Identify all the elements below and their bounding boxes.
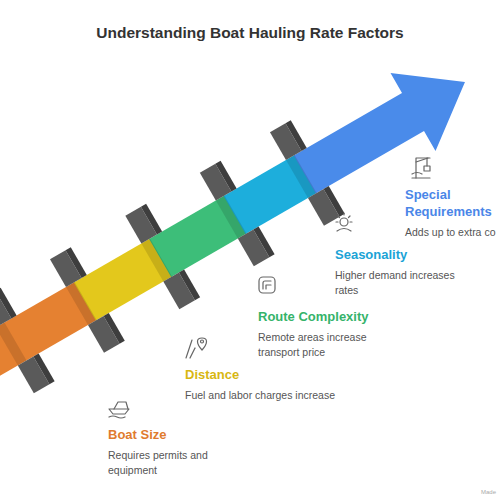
factor-step: Boat SizeRequires permits and equipment	[108, 426, 258, 478]
fold-shadow	[141, 238, 172, 281]
weather-icon	[336, 213, 352, 231]
water-line	[109, 416, 125, 418]
crane-base	[412, 177, 430, 178]
road-line	[190, 348, 195, 358]
step-description: Fuel and labor charges increase	[185, 388, 335, 403]
boat-cabin	[114, 402, 128, 409]
factor-step: SeasonalityHigher demand increases rates	[335, 246, 465, 298]
block-side	[215, 161, 236, 192]
block-side	[104, 313, 125, 344]
block-side	[324, 186, 345, 217]
factor-step: Special RequirementsAdds up to extra co	[405, 186, 500, 240]
block-side	[141, 204, 162, 235]
ribbon-segment	[0, 282, 97, 381]
horizon	[337, 229, 351, 232]
step-heading: Seasonality	[335, 246, 465, 263]
crane-cable	[426, 158, 427, 166]
block	[270, 120, 345, 226]
water-line	[412, 173, 422, 175]
block	[125, 204, 200, 310]
block-side	[33, 354, 54, 385]
block	[0, 288, 55, 394]
sun	[340, 218, 348, 226]
step-description: Higher demand increases rates	[335, 268, 465, 298]
arrow-head	[282, 43, 487, 213]
route-pin-icon	[186, 338, 207, 358]
boat-icon	[109, 402, 129, 418]
factor-step: Route ComplexityRemote areas increase tr…	[258, 308, 398, 360]
crane-mast	[416, 158, 430, 178]
route-frame	[259, 277, 275, 293]
step-heading: Boat Size	[108, 426, 258, 443]
step-heading: Special Requirements	[405, 186, 500, 220]
map-pin	[198, 338, 207, 350]
step-description: Remote areas increase transport price	[258, 330, 398, 360]
crane-load	[424, 166, 430, 171]
route-path	[266, 285, 271, 289]
block-side	[253, 227, 274, 258]
route-icon	[259, 277, 275, 293]
sun-rays	[336, 213, 352, 222]
fold-shadow	[0, 322, 27, 365]
step-heading: Distance	[185, 366, 335, 383]
route-path	[263, 281, 271, 289]
block	[200, 161, 275, 267]
block-side	[179, 270, 200, 301]
fold-shadow	[216, 195, 247, 238]
step-heading: Route Complexity	[258, 308, 398, 325]
crane-brace	[416, 158, 428, 162]
pin-dot	[201, 340, 204, 343]
watermark: Made	[481, 489, 496, 495]
factor-step: DistanceFuel and labor charges increase	[185, 366, 335, 403]
step-description: Adds up to extra co	[405, 225, 500, 240]
ribbon-arrow	[0, 35, 492, 409]
fold-shadow	[286, 155, 317, 198]
step-description: Requires permits and equipment	[108, 448, 258, 478]
block-side	[286, 120, 307, 151]
diagram-title: Understanding Boat Hauling Rate Factors	[0, 24, 500, 42]
fold-shadow	[66, 282, 97, 325]
block-side	[66, 247, 87, 278]
crane-icon	[412, 158, 430, 178]
icons	[109, 158, 430, 418]
block-side	[0, 288, 17, 319]
block	[50, 247, 125, 353]
boat-hull	[109, 409, 129, 414]
